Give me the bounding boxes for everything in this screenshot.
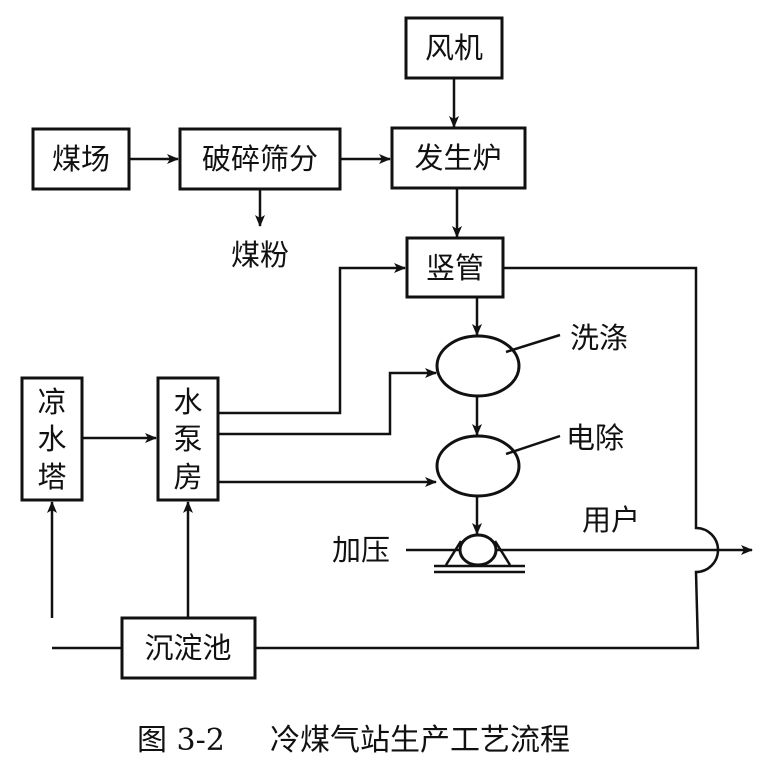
node-coal-yard-label: 煤场 (52, 142, 110, 176)
node-coal-yard: 煤场 (31, 127, 131, 191)
node-electric-removal-label: 电除 (566, 421, 624, 455)
edge-pump-to-standpipe (218, 263, 406, 415)
node-fan-label: 风机 (425, 31, 483, 65)
washing-leader-line (505, 333, 561, 354)
edge-pump-to-washing (218, 368, 437, 436)
node-coal-powder-label: 煤粉 (231, 238, 289, 272)
node-gasifier: 发生炉 (390, 126, 527, 190)
figure-number: 图 3-2 (137, 723, 225, 758)
edge-standpipe-to-pond (255, 266, 720, 650)
pressurizer-stand (444, 540, 512, 566)
node-crush-screen: 破碎筛分 (178, 127, 342, 191)
node-cooling-tower-label-2: 水 (37, 422, 66, 456)
node-pump-house-label-3: 房 (173, 460, 202, 494)
node-standpipe-label: 竖管 (426, 251, 484, 285)
node-pump-house-label-2: 泵 (173, 422, 202, 456)
pressurize-label: 加压 (332, 533, 390, 567)
node-fan: 风机 (404, 16, 504, 80)
node-settling-pond: 沉淀池 (120, 616, 257, 680)
pressurizer-base (434, 564, 525, 574)
electric-removal-leader-line (505, 434, 561, 456)
node-gasifier-label: 发生炉 (414, 141, 501, 175)
node-washing: 洗涤 (435, 321, 628, 398)
node-cooling-tower-label-3: 塔 (37, 460, 66, 494)
user-label: 用户 (582, 503, 640, 537)
node-electric-removal: 电除 (435, 421, 624, 498)
node-washing-label: 洗涤 (570, 321, 628, 355)
node-pump-house-label-1: 水 (173, 385, 202, 419)
node-crush-screen-label: 破碎筛分 (202, 142, 318, 176)
node-settling-pond-label: 沉淀池 (144, 631, 231, 665)
node-standpipe: 竖管 (405, 236, 505, 299)
node-pressurizer (434, 533, 525, 574)
node-pump-house: 水 泵 房 (156, 376, 220, 502)
node-cooling-tower: 凉 水 塔 (20, 376, 84, 502)
figure-title: 冷煤气站生产工艺流程 (270, 723, 570, 758)
node-cooling-tower-label-1: 凉 (37, 385, 66, 419)
